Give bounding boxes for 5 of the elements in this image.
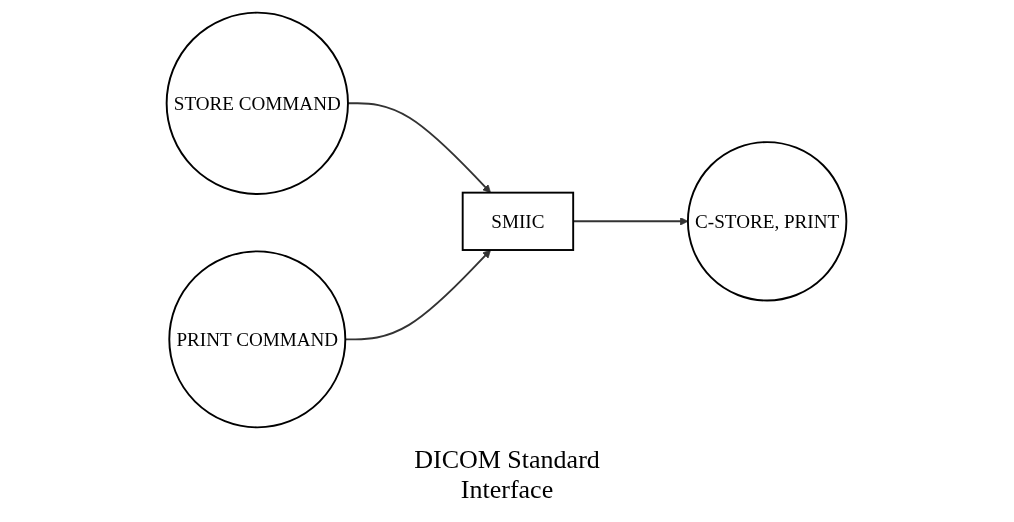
node-box: SMIIC bbox=[462, 191, 575, 251]
node-circle: PRINT COMMAND bbox=[168, 250, 347, 429]
node-circle: C-STORE, PRINT bbox=[687, 141, 848, 302]
node-circle: STORE COMMAND bbox=[166, 11, 350, 195]
interface-label: DICOM Standard Interface bbox=[413, 445, 601, 505]
